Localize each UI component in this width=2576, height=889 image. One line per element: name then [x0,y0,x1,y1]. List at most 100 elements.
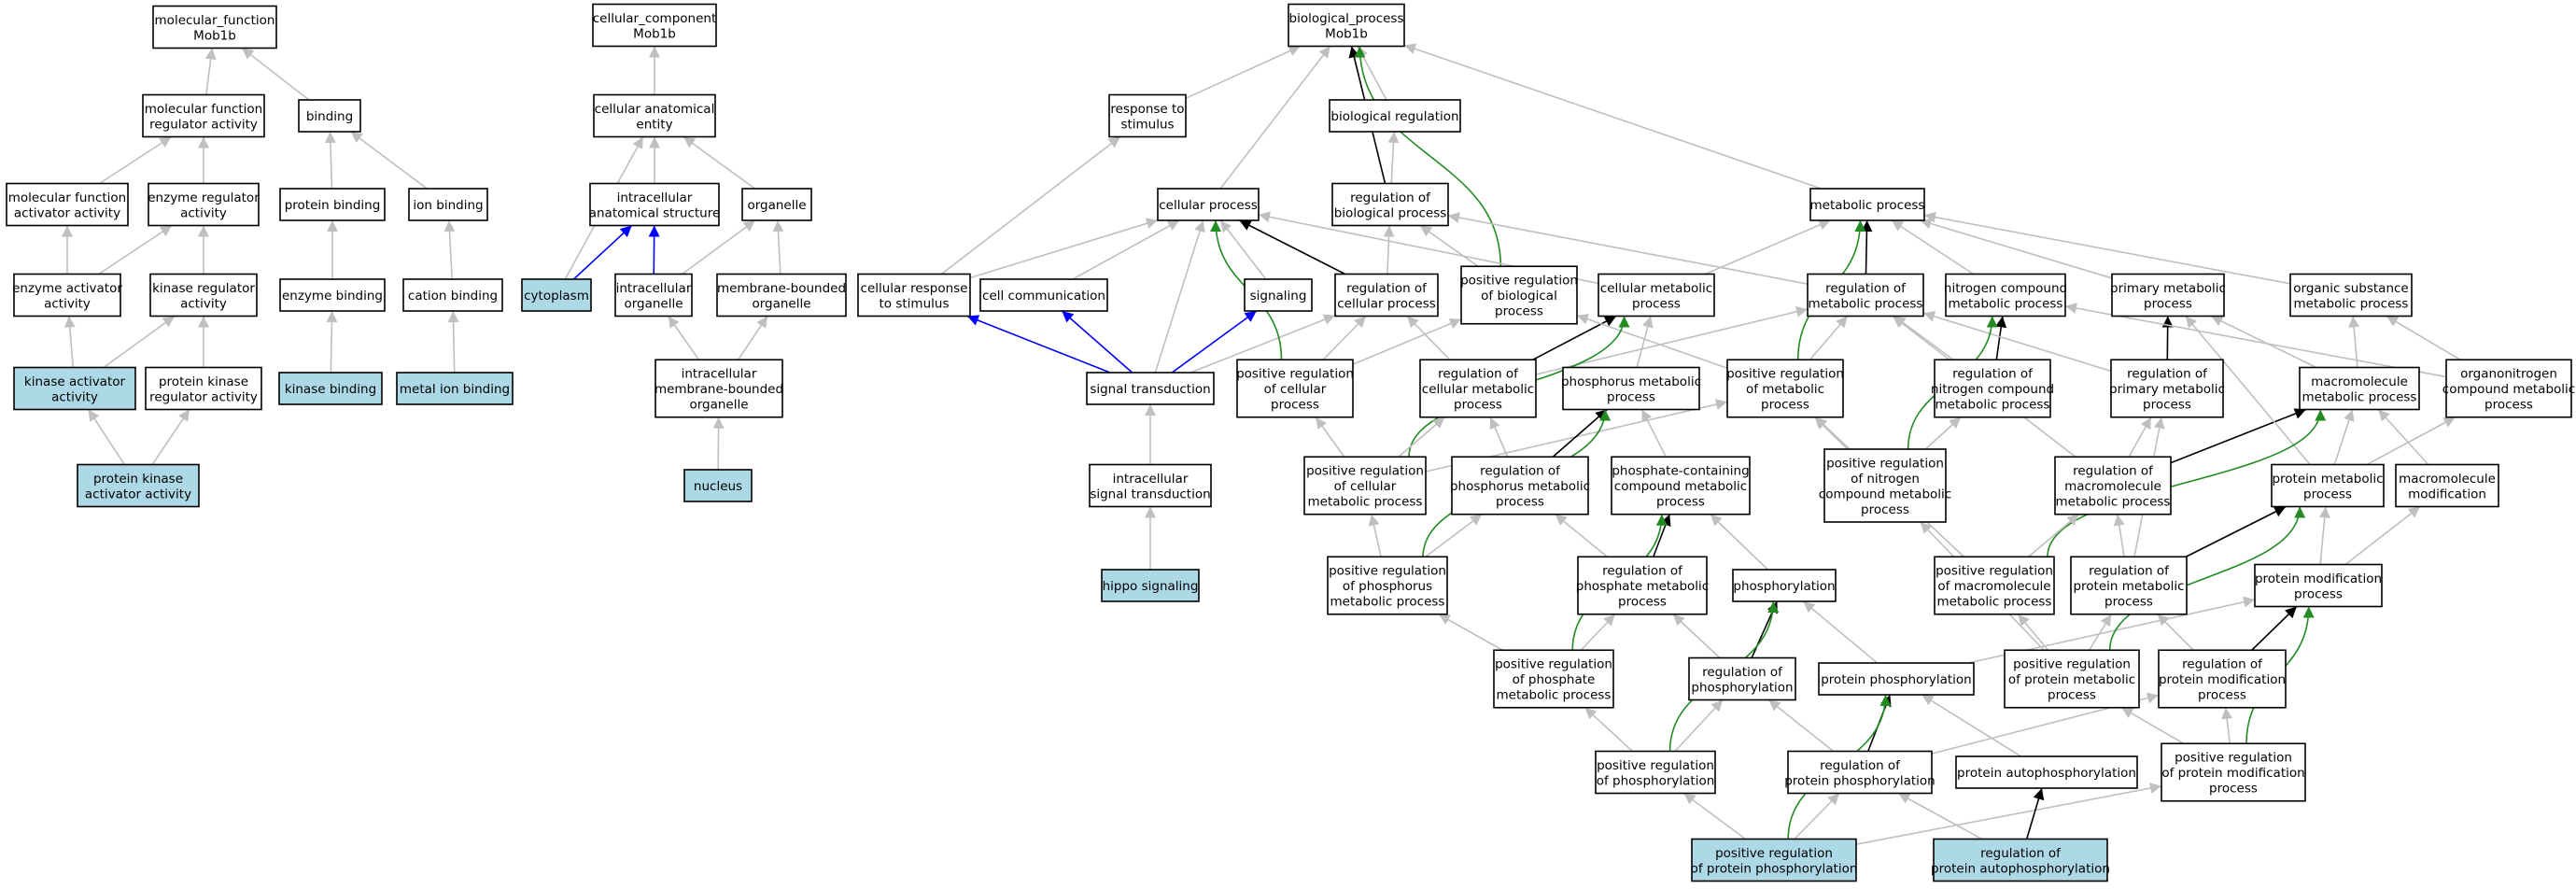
node-box [2004,649,2140,709]
node-box [1288,3,1405,48]
edge-arrow-gray [2064,303,2447,378]
edge-arrow-gray [2318,506,2330,565]
node-label-line: protein metabolic [2272,472,2383,487]
node-box [2271,463,2385,508]
node-label-line: cellular response [861,281,968,296]
edge-arrow-gray [1920,218,2113,279]
node-label-line: process [1607,389,1655,404]
go-term-node: metal ion binding [396,372,514,405]
node-box [77,463,200,508]
node-label-line: of metabolic [1746,382,1824,397]
node-label-line: activity [51,389,98,404]
node-label-line: positive regulation [1715,846,1833,861]
edge-arrow-gray [1636,316,1654,368]
node-label-line: binding [306,109,353,124]
node-label-line: cellular metabolic [1600,281,1712,296]
node-label-line: macromolecule [2064,479,2161,494]
node-label-line: ion binding [413,198,483,213]
node-box [13,366,136,411]
node-box [1460,265,1578,325]
node-box [1933,838,2108,882]
node-label-line: organelle [752,296,810,311]
node-label-line: cellular anatomical [595,102,715,117]
node-label-line: regulation of [1480,464,1561,479]
node-label-line: positive regulation [1236,367,1354,382]
node-box [1598,273,1715,318]
edge-arrow-gray [1809,315,1849,360]
edge-arrow-gray [1922,311,2112,373]
go-term-node: cation binding [402,278,503,312]
edge-arrow-gray [1640,409,1668,458]
node-label-line: regulation of [1702,665,1783,680]
node-label-line: positive regulation [1329,564,1446,579]
go-term-node: ion binding [408,188,488,221]
node-label-line: positive regulation [2013,657,2131,672]
node-label-line: regulation of [1346,281,1428,296]
edge-arrow-blue [1061,310,1133,374]
edge-arrow-gray [2185,315,2311,466]
node-label-line: Mob1b [193,28,236,43]
edge-arrow-gray [241,47,310,101]
edge-arrow-gray [2113,514,2125,557]
edge-arrow-blue [648,225,660,275]
node-label-line: regulation of [1602,564,1683,579]
node-label-line: of phosphorylation [1597,773,1715,788]
node-box [857,273,971,318]
node-label-line: of phosphorus [1343,579,1432,594]
node-box [1331,182,1449,227]
edge-arrow-gray [1447,212,1809,285]
edge-arrow-gray [98,224,173,275]
edge-arrow-gray [683,135,756,190]
edge-arrow-gray [2344,505,2421,566]
node-label-line: enzyme binding [282,289,383,303]
node-label-line: cell communication [982,289,1105,303]
node-label-line: process [1761,398,1809,413]
edge-arrow-gray [63,316,76,368]
node-box [1807,273,1924,318]
node-box [1691,838,1857,882]
node-label-line: intracellular [1113,472,1189,487]
node-box [1595,750,1716,795]
node-box [148,182,260,227]
node-box [278,372,383,405]
edge-arrow-black [1861,219,1873,275]
edge-arrow-gray [2348,316,2360,368]
node-box [2158,649,2287,709]
edge-arrow-gray [1185,45,1301,100]
edge-arrow-gray [204,48,217,95]
node-label-line: activator activity [85,487,191,501]
node-label-line: protein autophosphorylation [1931,861,2110,876]
node-box [1244,278,1313,312]
edge-arrow-black [2185,505,2287,557]
node-box [1334,273,1439,318]
node-label-line: process [1656,495,1705,510]
go-term-node: protein binding [279,188,386,221]
node-label-line: process [2209,782,2258,797]
node-label-line: cellular process [1159,198,1258,213]
node-label-line: of protein phosphorylation [1691,861,1858,876]
node-label-line: of protein metabolic [2008,672,2135,687]
node-label-line: organelle [747,198,806,213]
node-label-line: of cellular [1264,382,1327,397]
node-box [279,188,386,221]
node-box [1303,456,1427,515]
node-label-line: molecular_function [155,13,275,28]
node-label-line: process [1861,502,1909,517]
node-label-line: protein kinase [93,472,183,487]
node-box [145,366,262,411]
node-label-line: regulation of [1825,281,1907,296]
node-label-line: regulation of [2127,367,2208,382]
node-box [1327,556,1448,615]
